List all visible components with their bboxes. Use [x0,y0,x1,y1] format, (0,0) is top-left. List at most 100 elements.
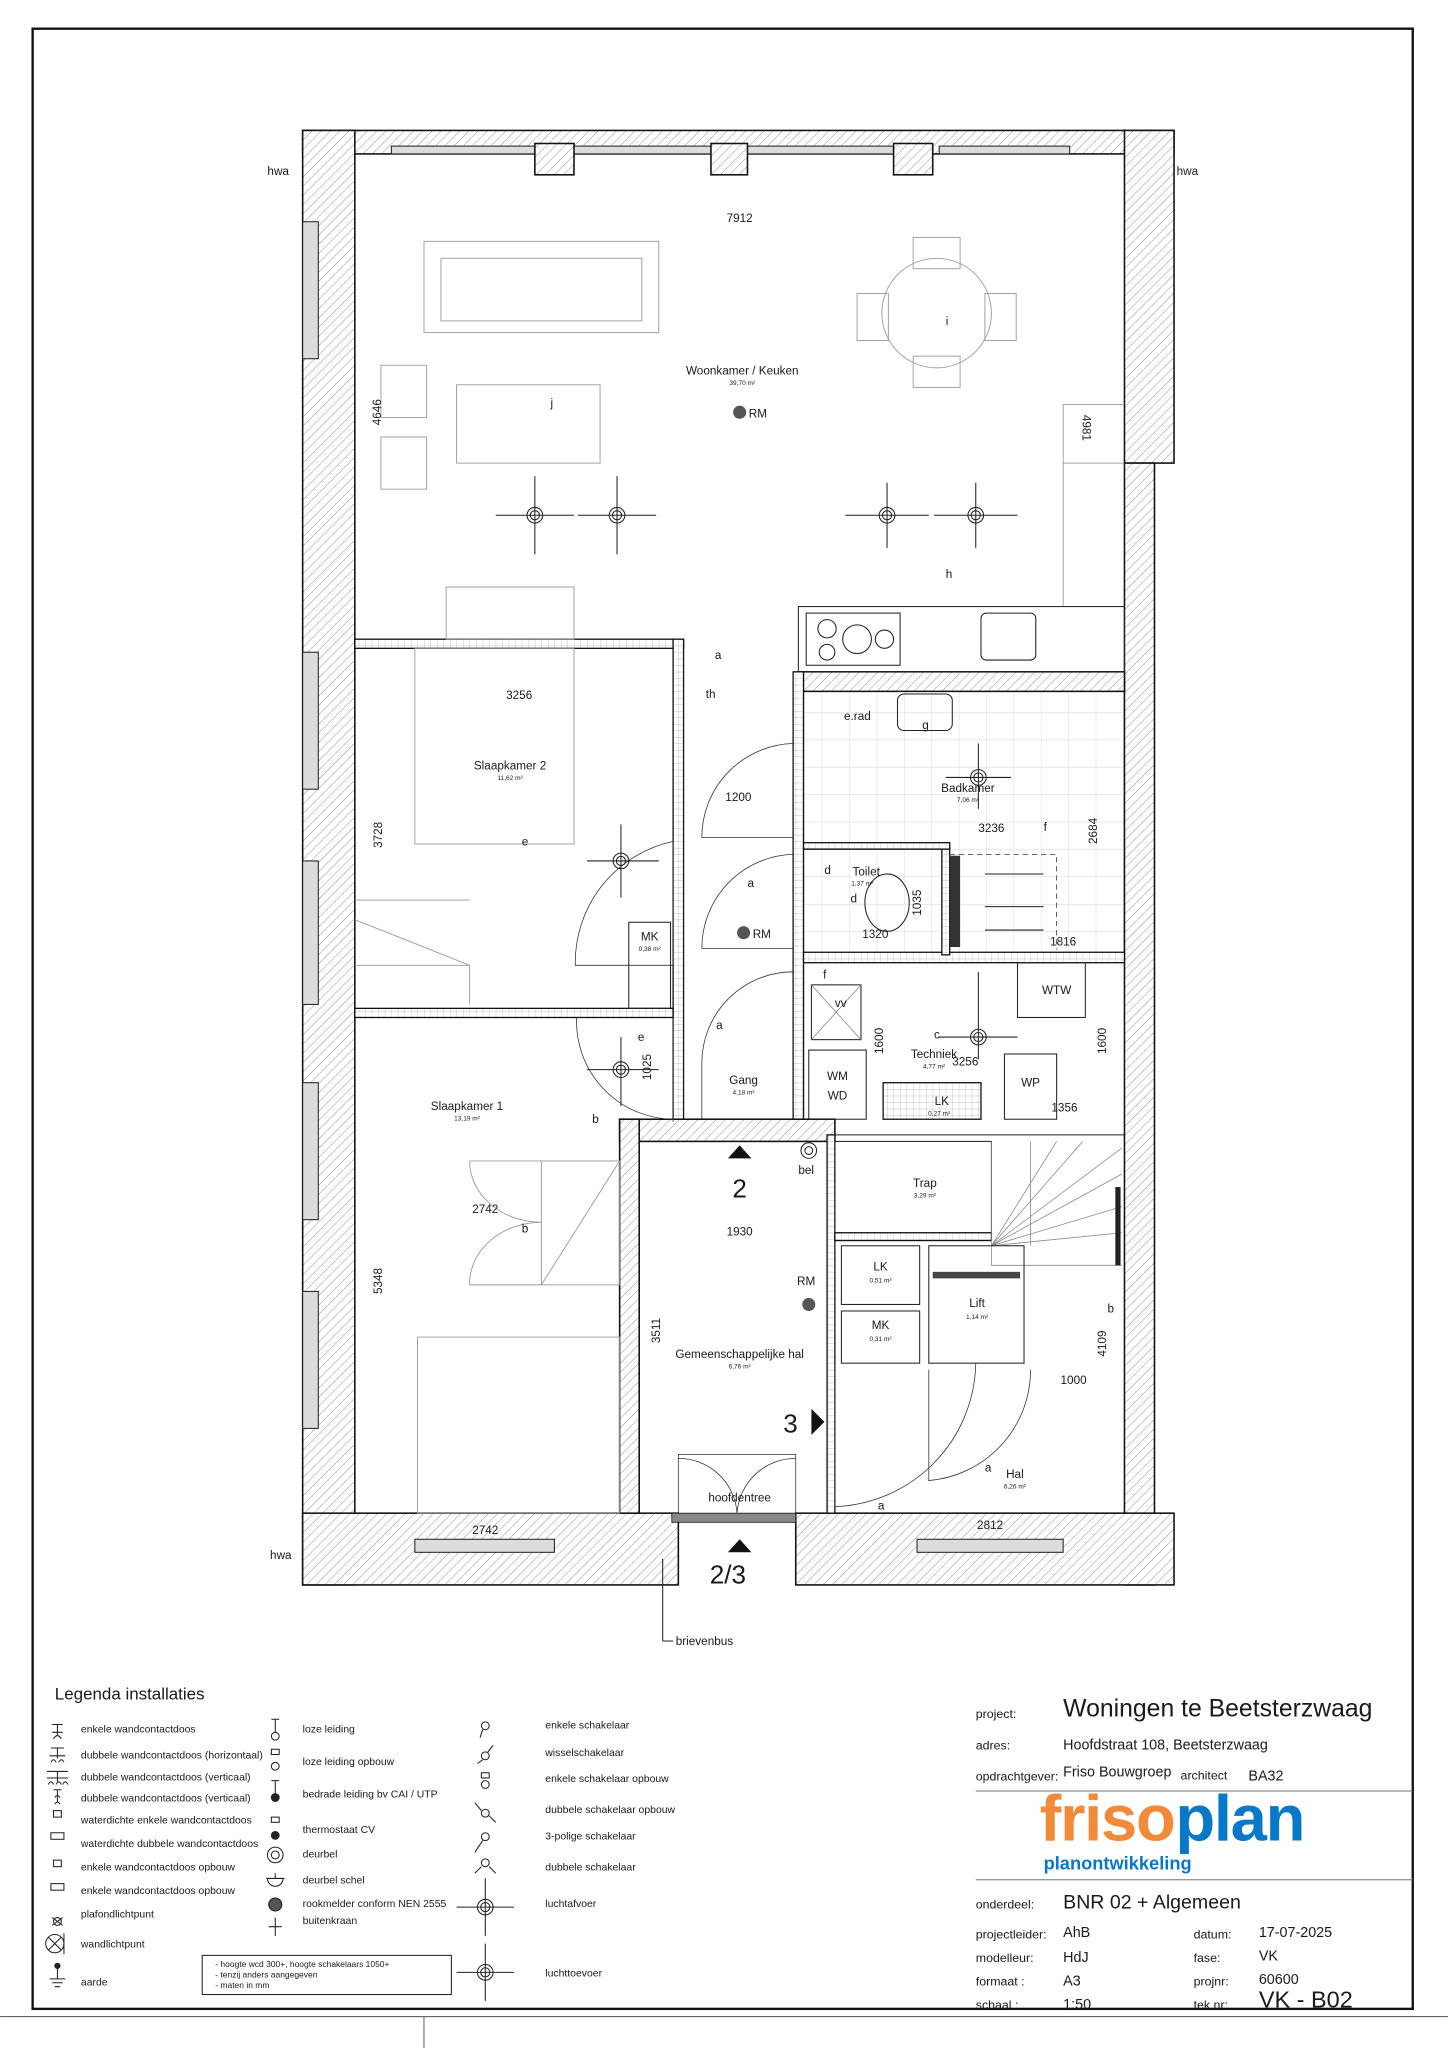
wm-wd-unit [808,1049,867,1120]
pier-1 [534,142,575,176]
double-switch-icon [480,1858,490,1868]
brievenbus-label: brievenbus [676,1635,734,1648]
surface-socket-icon [50,1883,65,1891]
room-name: Toilet [852,865,880,878]
datum-value: 17-07-2025 [1259,1925,1332,1941]
window-top-4 [938,145,1071,155]
architect-label: architect [1181,1768,1228,1782]
kitchen-sink [980,612,1037,661]
thermostat-icon [270,1816,280,1823]
switch-letter: e [522,835,529,848]
window-top-1 [390,145,536,155]
section-marker-3: 3 [783,1408,798,1438]
tv-cabinet [445,586,575,640]
wall-bath-left [792,671,805,1120]
dimension: 1816 [1050,936,1077,949]
teknr-value: VK - B02 [1259,1987,1353,2013]
opdrachtgever-label: opdrachtgever: [976,1770,1059,1784]
room-name: Gang [729,1074,758,1087]
doorbell-icon [266,1846,284,1864]
dimension: 4109 [1096,1331,1109,1357]
hwa-label: hwa [1177,165,1199,178]
dimension: 3256 [506,689,533,702]
hob-ring-4 [874,629,895,649]
room-area: 7,06 m² [957,797,980,804]
chair-2 [912,355,961,388]
outer-wall-right-lower [1123,462,1156,1586]
pier-2 [710,142,749,176]
wm-label: WM [827,1070,848,1083]
dimension: 1000 [1061,1374,1088,1387]
surface-socket-icon [52,1859,62,1868]
room-area: 0,31 m² [869,1336,892,1343]
smoke-detector-icon [737,926,751,940]
sofa-seat [440,257,643,322]
earth-icon [49,1965,66,1988]
title-block: project: Woningen te Beetsterzwaag adres… [976,1696,1413,2013]
surface-switch-icon [480,1780,490,1789]
hob-ring-2 [842,624,872,655]
wardrobe-sk2 [354,899,471,1005]
legend-item: dubbele wandcontactdoos (verticaal) [81,1773,251,1784]
wall-woonkamer-sk2 [354,638,685,649]
wall-gang-hal [618,1118,836,1143]
legend-col2-icons [266,1718,285,1936]
erad-label: e.rad [844,710,871,723]
switch-letter: d [851,893,858,906]
projnr-value: 60600 [1259,1972,1299,1988]
hob-ring-1 [817,619,837,639]
architect-value: BA32 [1248,1769,1283,1785]
legend: Legenda installaties enkele wandcontactd… [45,1685,676,2002]
dimension: 3728 [372,821,385,848]
room-area: 4,77 m² [923,1063,946,1070]
dimension: 1035 [911,889,924,916]
wired-conduit-icon [271,1780,280,1794]
legend-item: aarde [81,1977,108,1988]
wall-toilet-techniek [802,951,1126,964]
legend-item: enkele wandcontactdoos opbouw [81,1863,236,1874]
kitchen-counter [797,606,1125,673]
room-area: 0,38 m² [639,946,662,953]
modelleur-label: modelleur: [976,1951,1034,1965]
lk-room [840,1245,921,1305]
wall-sk2-gang [672,638,685,1120]
wall-hal-divider [826,1134,836,1514]
room-area: 13,19 m² [454,1116,481,1123]
window-bottom-1 [414,1538,555,1553]
room-name: Trap [913,1177,937,1190]
schaal-value: 1:50 [1063,1997,1091,2013]
dimension: 1320 [862,928,889,941]
dimension: 3511 [650,1318,663,1343]
door-sk1 [576,1017,674,1122]
switch-letter: a [715,649,722,662]
legend-item: dubbele schakelaar opbouw [545,1805,675,1816]
schaal-label: schaal : [976,1998,1019,2012]
shower-slope-arrows [984,873,1044,931]
thermostat-label: th [706,688,716,701]
project-label: project: [976,1707,1017,1721]
dimension: 2742 [472,1203,498,1216]
waterproof-socket-icon [52,1810,62,1818]
legend-item: bedrade leiding bv CAI / UTP [303,1790,438,1801]
legend-item: luchttoevoer [545,1968,602,1979]
switch-letter: j [550,397,554,410]
dimension: 1200 [725,791,752,804]
switch-letter: a [747,877,754,890]
hob-ring-3 [818,643,836,661]
room-name: Badkamer [941,782,995,795]
door-toilet [701,854,794,949]
switch-letter: f [1044,821,1048,834]
switch-letter: e [638,1031,645,1044]
smoke-detector-icon [268,1897,283,1912]
door-sk2 [574,840,674,966]
section-marker-2-arrow [727,1145,752,1159]
bell-chime-icon [266,1873,285,1887]
legend-item: luchtafvoer [545,1899,597,1910]
double-socket-icon [49,1747,66,1763]
bathroom-tiles [803,691,1125,953]
switch-letter: a [985,1461,992,1474]
floor-plan: Woonkamer / Keuken 39,70 m² Slaapkamer 2… [267,129,1199,1648]
fase-label: fase: [1194,1951,1221,1965]
room-name: LK [873,1261,888,1274]
formaat-value: A3 [1063,1973,1081,1989]
